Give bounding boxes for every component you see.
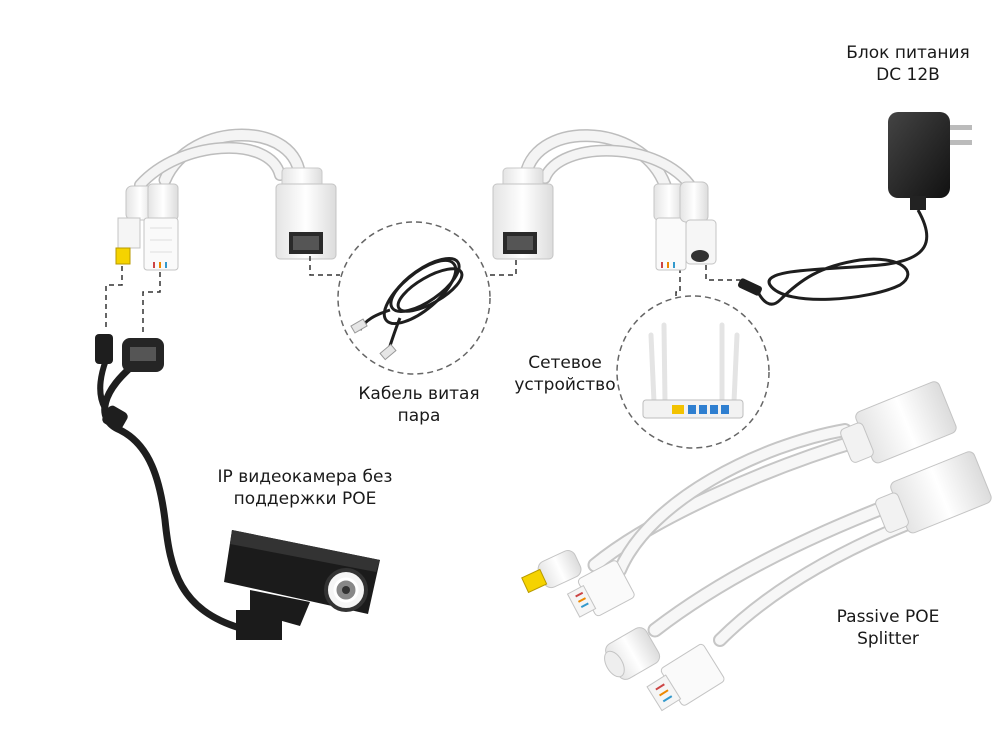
rj45-male-plug: [143, 183, 179, 271]
rj45-female-connector: [492, 167, 554, 260]
ip-camera-label: IP видеокамера без поддержки POE: [205, 466, 405, 510]
twisted-pair-label-line2: пара: [397, 406, 441, 426]
poe-splitter-label: Passive POE Splitter: [818, 606, 958, 650]
network-device-label-line1: Сетевое: [528, 353, 602, 373]
power-supply-label-line1: Блок питания: [846, 43, 970, 63]
twisted-pair-label-line1: Кабель витая: [358, 384, 480, 404]
rj45-male-plug: [653, 183, 687, 271]
network-device-label-line2: устройство: [514, 375, 616, 395]
right-splitter-top: [492, 129, 717, 271]
network-device-label: Сетевое устройство: [500, 352, 630, 396]
poe-splitter-label-line1: Passive POE: [836, 607, 940, 627]
twisted-pair-cable-image: [337, 221, 491, 375]
power-supply-image: [737, 112, 972, 306]
ip-camera-label-line1: IP видеокамера без: [217, 467, 393, 487]
connection-lines-left: [105, 256, 740, 336]
ip-camera-label-line2: поддержки POE: [233, 489, 377, 509]
ip-camera-image: [95, 334, 380, 640]
poe-splitter-product-image: [521, 381, 992, 712]
power-supply-label-line2: DC 12В: [876, 65, 940, 85]
rj45-female-connector: [275, 167, 337, 260]
dc-male-plug: [115, 185, 155, 265]
twisted-pair-label: Кабель витая пара: [344, 383, 494, 427]
poe-splitter-label-line2: Splitter: [857, 629, 919, 649]
dc-female-jack: [679, 181, 717, 265]
left-splitter-top: [115, 128, 337, 271]
power-supply-label: Блок питания DC 12В: [828, 42, 988, 86]
network-device-image: [616, 295, 770, 449]
